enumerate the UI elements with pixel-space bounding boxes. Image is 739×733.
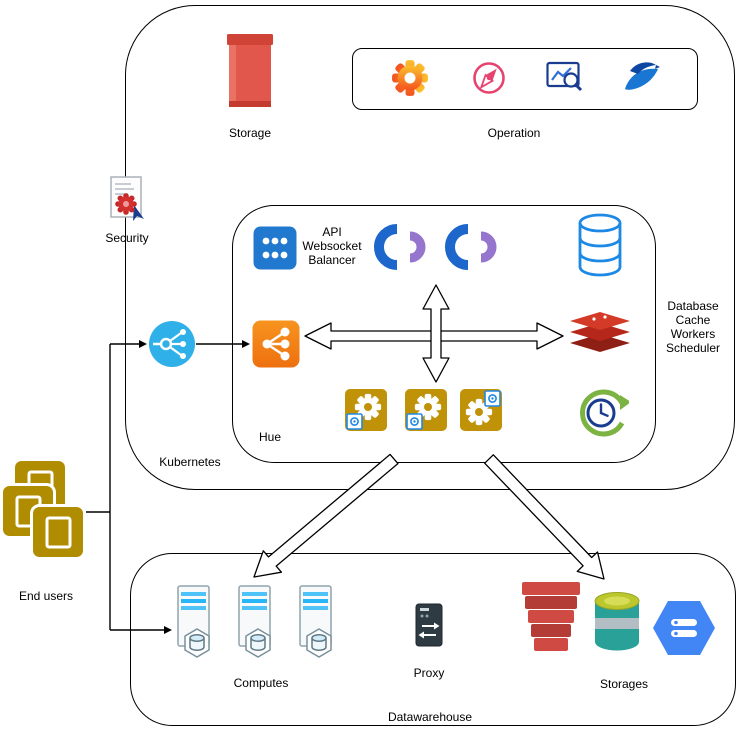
computes-label: Computes — [233, 676, 289, 690]
api-line: API — [322, 225, 342, 239]
worker-icon — [344, 388, 388, 432]
loadbalancer-share-icon — [252, 320, 300, 368]
proxy-label: Proxy — [413, 666, 445, 680]
compass-icon — [473, 62, 505, 94]
hue-logo-icon — [443, 222, 499, 272]
worker-icon — [459, 388, 503, 432]
hue-label: Hue — [258, 430, 281, 444]
services-line: Workers — [670, 327, 716, 341]
proxy-server-icon — [415, 603, 443, 647]
operation-label: Operation — [487, 126, 541, 140]
redis-icon — [570, 312, 630, 352]
service-circle-icon — [149, 321, 195, 367]
end-users-label: End users — [18, 589, 74, 603]
monitoring-icon — [546, 61, 583, 92]
operation-container — [352, 48, 698, 110]
compute-server-icon — [177, 585, 210, 658]
grafana-icon — [392, 60, 428, 96]
services-stack-label: Database Cache Workers Scheduler — [655, 299, 731, 355]
database-cylinder-icon — [578, 213, 622, 277]
kubernetes-label: Kubernetes — [159, 455, 221, 469]
hue-container — [232, 205, 656, 463]
api-line: Websocket — [302, 239, 362, 253]
hue-logo-icon — [372, 222, 428, 272]
services-line: Database — [667, 299, 719, 313]
scheduler-clock-icon — [580, 389, 629, 437]
storages-label: Storages — [599, 677, 649, 691]
balancer-icon — [253, 226, 297, 270]
storage-label: Storage — [228, 126, 272, 140]
end-users-icon — [0, 458, 86, 560]
services-line: Scheduler — [665, 341, 721, 355]
datastore-cylinder-icon — [594, 592, 640, 651]
kubernetes-container — [125, 5, 735, 490]
security-certificate-icon — [110, 176, 144, 221]
datawarehouse-label: Datawarehouse — [387, 710, 473, 724]
compute-server-icon — [238, 585, 271, 658]
security-label: Security — [105, 231, 149, 245]
worker-icon — [404, 388, 448, 432]
api-line: Balancer — [308, 253, 356, 267]
services-line: Cache — [675, 313, 711, 327]
datawarehouse-container — [130, 553, 736, 726]
compute-server-icon — [299, 585, 332, 658]
bird-icon — [625, 62, 660, 90]
api-node-label: API Websocket Balancer — [297, 225, 367, 267]
storage-icon — [227, 34, 273, 107]
gcp-hexagon-icon — [653, 601, 715, 655]
s3-bucket-icon — [522, 582, 580, 651]
